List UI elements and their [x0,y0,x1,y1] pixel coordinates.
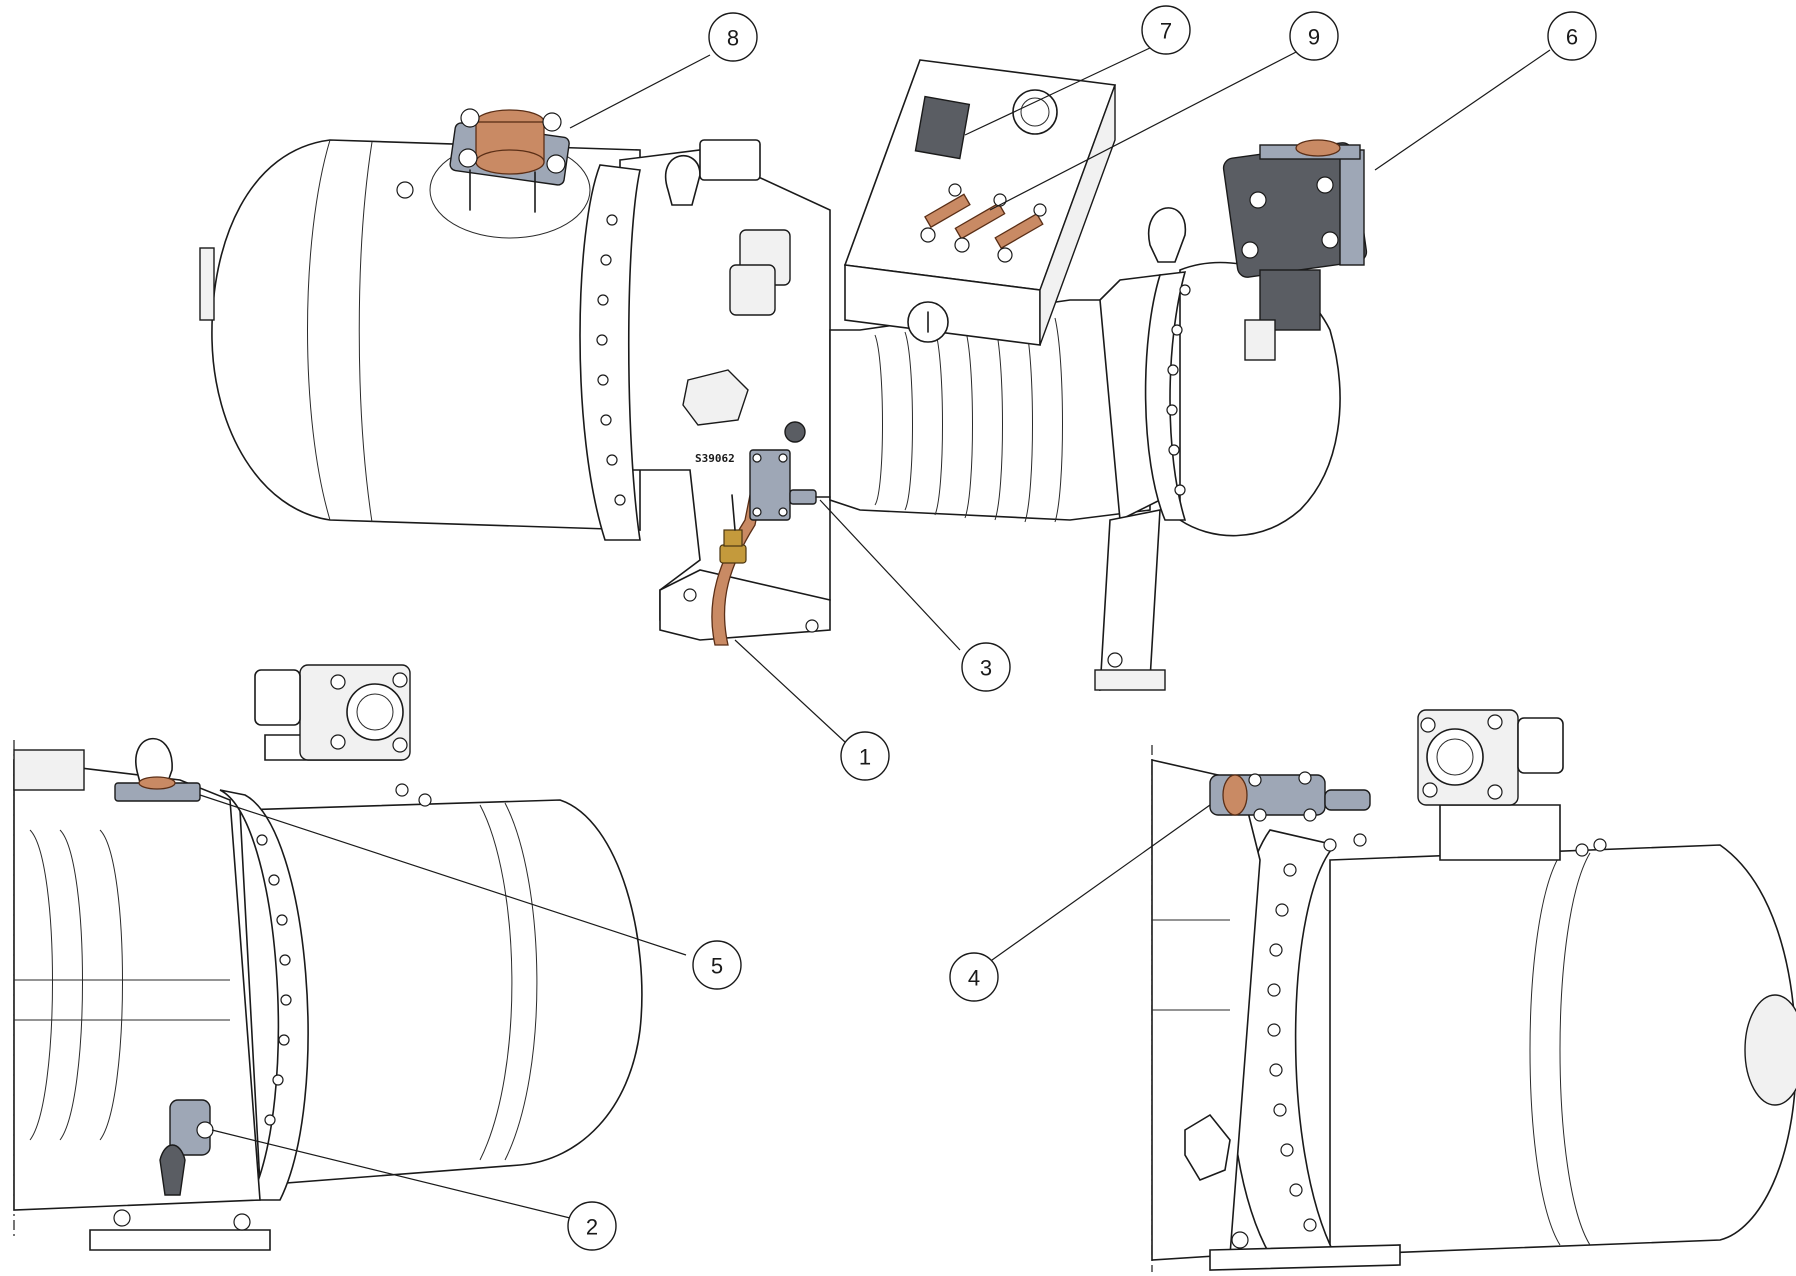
housing-stamp: S39062 [695,452,735,465]
leader-lines [199,46,1551,1219]
br-service-valve [1417,709,1564,861]
copper-link-a [924,193,971,229]
left-flange-bolts [596,214,626,506]
end-cap-plug [199,247,215,321]
bottom-left-view [13,664,643,1251]
callout-1: 1 [840,731,890,781]
svg-text:1: 1 [859,745,871,770]
bl-shell [239,799,643,1186]
copper-link-c [994,212,1044,250]
br-shell [1329,844,1796,1256]
right-flange-bolts [1166,284,1191,496]
bl-flange-bolts [256,834,292,1126]
leader-7 [964,46,1153,136]
callout-8: 8 [708,12,758,62]
svg-text:6: 6 [1566,25,1578,50]
bl-base [89,1229,271,1251]
callout-5: 5 [692,940,742,990]
svg-text:5: 5 [711,954,723,979]
leader-1 [734,639,846,743]
leader-3 [819,499,961,651]
br-valve-4 [1209,771,1371,822]
br-base [1209,1244,1401,1271]
br-flange-bolts [1267,833,1367,1232]
callout-4: 4 [949,952,999,1002]
bottom-right-view [1151,709,1796,1272]
discharge-valve-6 [1222,139,1368,361]
svg-text:4: 4 [968,966,980,991]
svg-text:9: 9 [1308,25,1320,50]
lifting-eye-left [665,154,701,206]
copper-link-b [954,202,1006,240]
top-view-compressor: S39062 [199,59,1368,691]
callout-7: 7 [1141,5,1191,55]
svg-text:8: 8 [727,26,739,51]
foot-left [659,569,831,641]
callout-3: 3 [961,642,1011,692]
leader-5 [199,794,687,956]
svg-text:2: 2 [586,1215,598,1240]
leader-4 [984,804,1211,966]
oil-heater-tube-1 [711,449,791,646]
leader-8 [569,54,711,129]
svg-text:7: 7 [1160,19,1172,44]
br-end-plug [1744,994,1796,1106]
bl-service-valve [254,664,411,761]
callout-9: 9 [1289,11,1339,61]
leader-6 [1374,49,1551,171]
callout-2: 2 [567,1201,617,1251]
rotor-housing-fins [874,317,1063,523]
leader-9 [989,49,1301,211]
suction-flange-8 [429,108,591,239]
callout-6: 6 [1547,11,1597,61]
oil-level-sensor-3 [784,421,831,505]
lifting-eye-right [1147,207,1186,263]
oil-separator-shell [211,139,641,531]
solenoid-valve-lower [729,264,776,316]
bl-sensor-2 [159,1099,214,1196]
leader-2 [211,1129,571,1219]
terminal-box [843,59,1117,346]
terminal-strip-7 [914,95,971,160]
svg-text:3: 3 [980,656,992,681]
